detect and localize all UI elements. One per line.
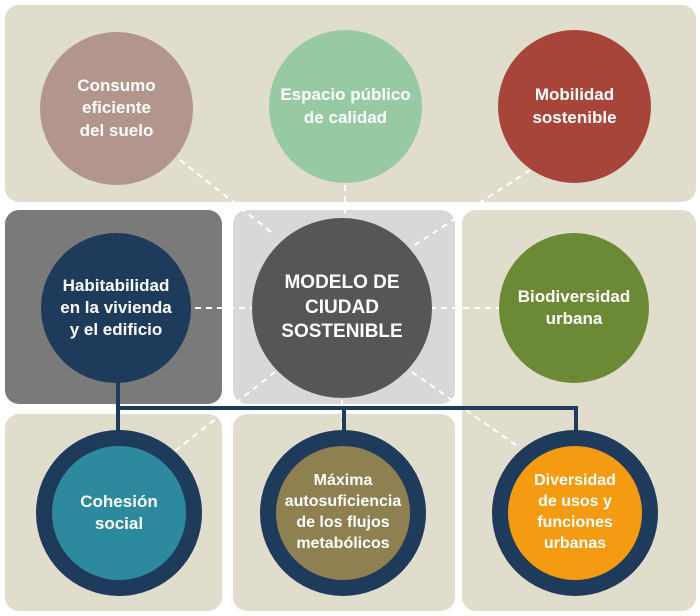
tree-connectors [116,382,578,432]
node-autosuficiencia-label: Máxima autosuficiencia de los flujos met… [284,472,402,552]
node-autosuficiencia: Máxima autosuficiencia de los flujos met… [276,446,410,580]
node-habitabilidad: Habitabilidad en la vivienda y el edific… [41,233,191,383]
node-biodiversidad: Biodiversidad urbana [499,233,649,383]
connector-consumo [179,159,276,236]
node-espacio: Espacio público de calidad [269,30,422,183]
node-center: MODELO DE CIUDAD SOSTENIBLE [252,218,432,398]
node-espacio-label: Espacio público de calidad [280,85,411,127]
node-consumo-label: Consumo eficiente del suelo [77,76,156,140]
node-diversidad-label: Diversidad de usos y funciones urbanas [534,472,616,552]
node-consumo: Consumo eficiente del suelo [40,32,193,185]
connector-cohesion [169,371,276,456]
node-cohesion: Cohesión social [52,446,186,580]
node-diversidad: Diversidad de usos y funciones urbanas [508,446,642,580]
node-mobilidad: Mobilidad sostenible [498,30,651,183]
node-cohesion-label: Cohesión social [80,491,158,533]
node-biodiversidad-label: Biodiversidad urbana [517,286,631,328]
node-center-label: MODELO DE CIUDAD SOSTENIBLE [281,271,403,343]
connector-mobilidad [414,169,531,246]
node-habitabilidad-label: Habitabilidad en la vivienda y el edific… [60,275,172,340]
node-mobilidad-label: Mobilidad sostenible [532,85,617,127]
